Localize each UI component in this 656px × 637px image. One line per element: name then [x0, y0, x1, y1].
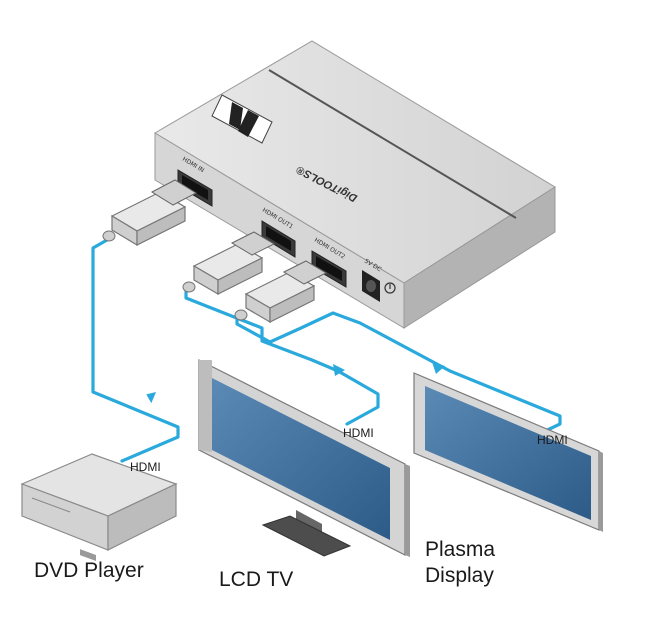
plasma-label-line2: Display: [425, 564, 494, 587]
connector-in: [102, 179, 198, 247]
arrow-dvd: [146, 392, 157, 404]
hdmi-cable-plasma: [235, 311, 562, 436]
dvd-player-label: DVD Player: [34, 559, 144, 582]
kramer-logo-icon: [211, 94, 273, 144]
hdmi-distributor: DigiTOOLS® HDMI IN HDMI OUT1 HDMI OUT2 5…: [154, 40, 556, 329]
plasma-display: [413, 372, 603, 532]
connector-out1: [182, 231, 276, 296]
hdmi-out2-port: HDMI OUT2: [311, 237, 347, 288]
arrow-lcd: [333, 364, 345, 376]
connector-out2: [234, 260, 328, 324]
lcd-tv-label: LCD TV: [219, 568, 293, 591]
hdmi-cable-lcd: [184, 290, 380, 426]
cables: [91, 238, 562, 463]
hdmi-label-lcd: HDMI: [343, 426, 374, 440]
hdmi-label-plasma: HDMI: [537, 433, 568, 447]
plasma-label-line1: Plasma: [425, 538, 495, 561]
ground-icon: [384, 282, 396, 294]
hdmi-label-dvd: HDMI: [130, 460, 161, 474]
dvd-player: [20, 453, 178, 561]
lcd-tv: [198, 359, 410, 557]
arrow-plasma: [432, 362, 445, 374]
hdmi-cable-dvd: [91, 238, 180, 463]
